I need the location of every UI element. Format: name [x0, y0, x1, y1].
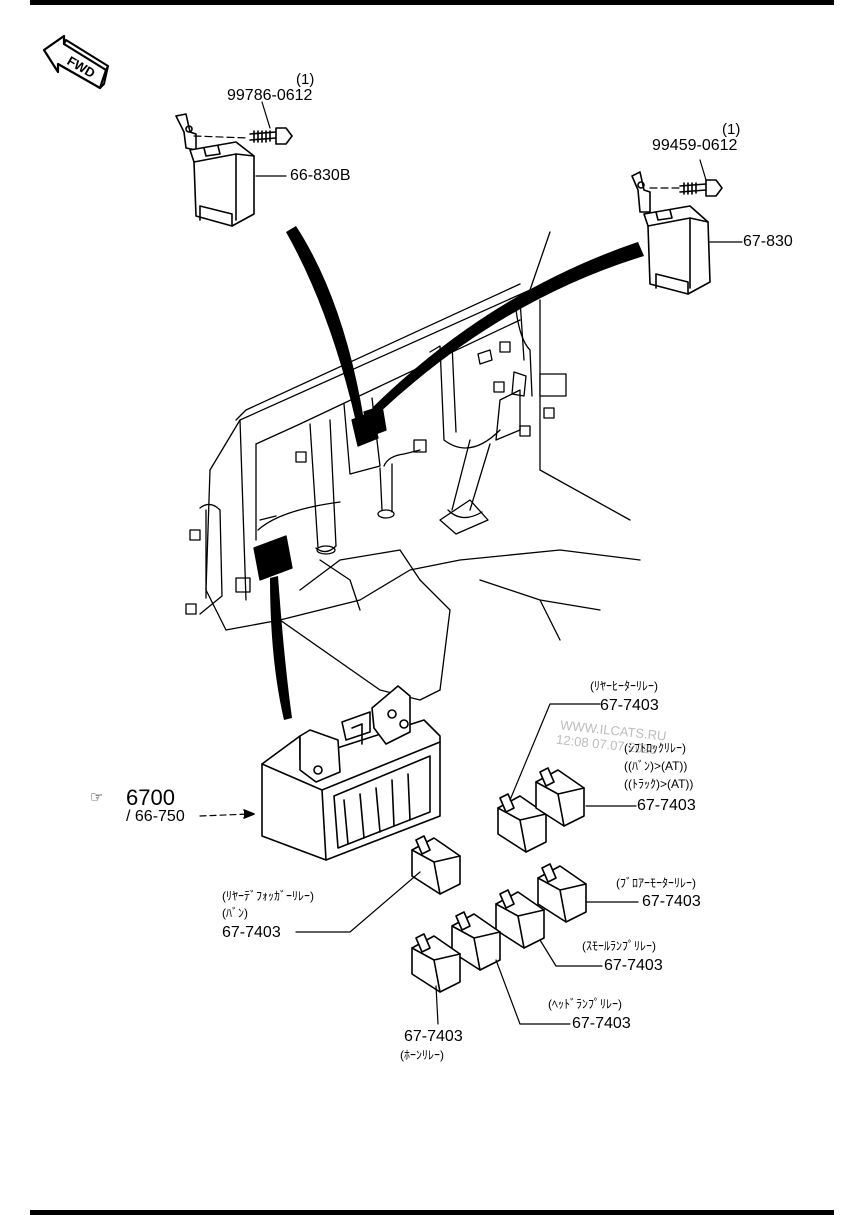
- rear-heater-relay-name: (ﾘﾔｰﾋｰﾀｰﾘﾚｰ): [590, 679, 658, 693]
- top-border-rule: [30, 0, 834, 5]
- bolt-left-qty: (1): [296, 71, 315, 88]
- small-relay-shift-lock: [535, 767, 585, 827]
- relay-67-830-drawing: [631, 159, 743, 295]
- callout-wedge-right: [372, 242, 644, 414]
- shift-lock-relay-name: (ｼﾌﾄﾛｯｸﾘﾚｰ): [624, 741, 686, 755]
- small-relay-small-lamp: [495, 889, 545, 949]
- small-lamp-relay-name: (ｽﾓｰﾙﾗﾝﾌﾟﾘﾚｰ): [582, 939, 656, 953]
- fwd-arrow-icon: FWD: [42, 34, 109, 90]
- horn-relay-number: 67-7403: [404, 1028, 463, 1045]
- bolt-right-part-number: 99459-0612: [652, 137, 738, 154]
- relay-66-830b-drawing: [175, 101, 293, 227]
- small-relay-rear-heater: [497, 793, 547, 853]
- small-relay-blower-motor: [537, 863, 587, 923]
- rear-defogger-relay-van: (ﾊﾞﾝ): [222, 906, 248, 920]
- rear-defogger-relay-name: (ﾘﾔｰﾃﾞﾌｫｯｶﾞｰﾘﾚｰ): [222, 889, 314, 903]
- relay-right-part-number: 67-830: [743, 233, 793, 250]
- small-relay-rear-defogger: [411, 835, 461, 895]
- relay-box-part-number: / 66-750: [126, 808, 185, 825]
- horn-relay-name: (ﾎｰﾝﾘﾚｰ): [400, 1048, 444, 1062]
- head-lamp-relay-number: 67-7403: [572, 1015, 631, 1032]
- bolt-left-part-number: 99786-0612: [227, 87, 313, 104]
- small-relay-horn: [411, 933, 461, 993]
- relay-left-part-number: 66-830B: [290, 167, 351, 184]
- head-lamp-relay-name: (ﾍｯﾄﾞﾗﾝﾌﾟﾘﾚｰ): [548, 997, 622, 1011]
- bolt-right-qty: (1): [722, 121, 741, 138]
- blower-motor-relay-number: 67-7403: [642, 893, 701, 910]
- rear-heater-relay-number: 67-7403: [600, 697, 659, 714]
- shift-lock-relay-number: 67-7403: [637, 797, 696, 814]
- callout-wedge-bottom: [270, 576, 292, 720]
- small-lamp-relay-number: 67-7403: [604, 957, 663, 974]
- leader-lines: [295, 703, 639, 1025]
- blower-motor-relay-name: (ﾌﾞﾛｱｰﾓｰﾀｰﾘﾚｰ): [616, 876, 696, 890]
- bottom-border-rule: [30, 1210, 834, 1215]
- shift-lock-relay-truck-at: ((ﾄﾗｯｸ)>(AT)): [624, 777, 694, 791]
- relay-box-ref[interactable]: 6700: [126, 785, 175, 810]
- relay-box-drawing: [199, 685, 441, 861]
- hand-pointer-icon: ☞: [90, 789, 104, 806]
- callout-wedge-left: [286, 226, 364, 422]
- rear-defogger-relay-number: 67-7403: [222, 924, 281, 941]
- cabin-interior-drawing: [185, 231, 641, 701]
- shift-lock-relay-van-at: ((ﾊﾞﾝ)>(AT)): [624, 759, 688, 773]
